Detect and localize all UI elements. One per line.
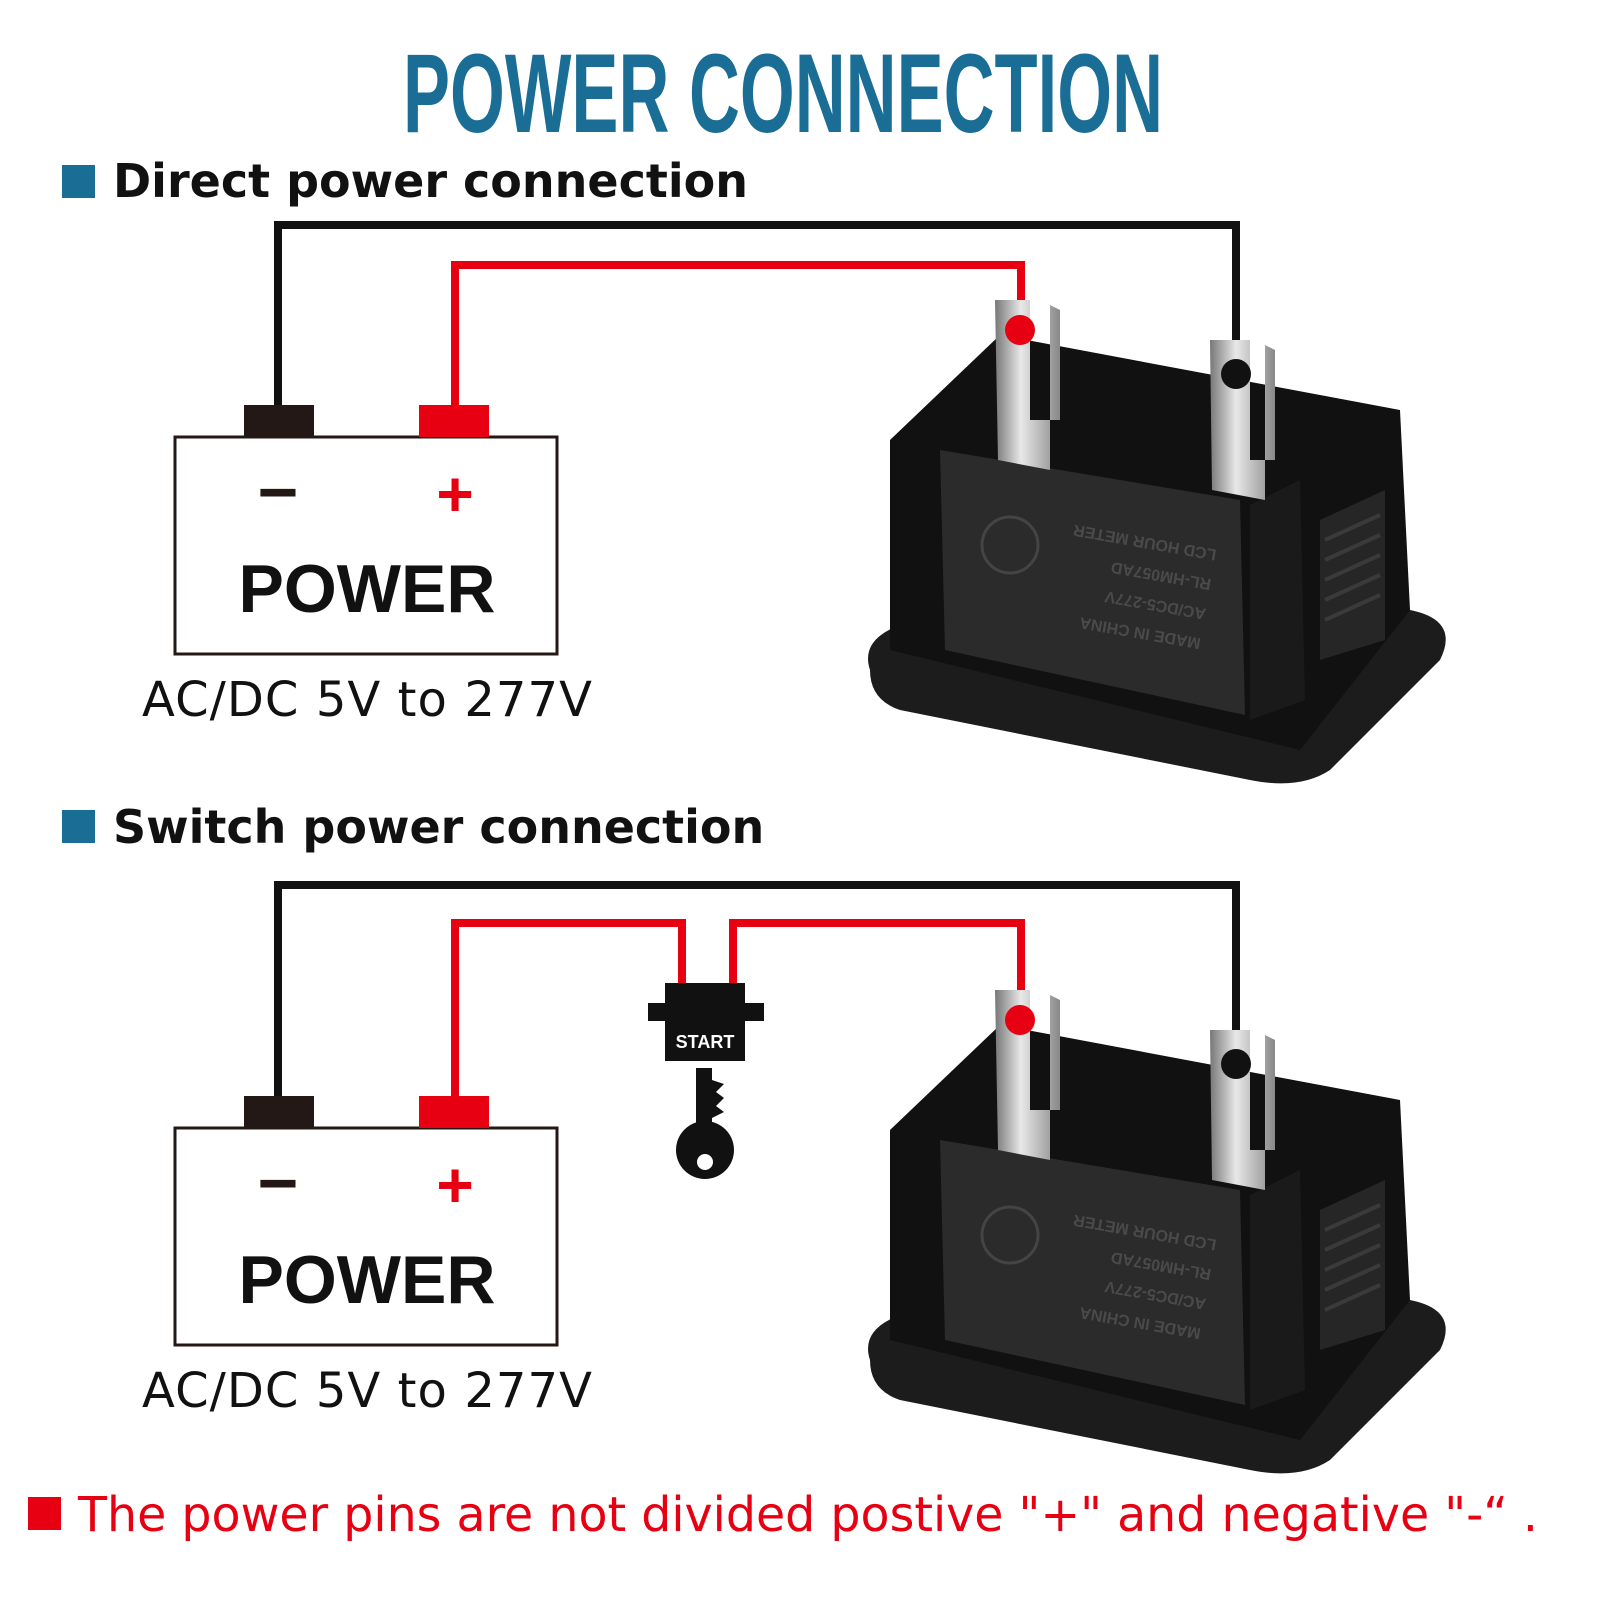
black-wire	[274, 221, 1240, 410]
red-wire-from-switch	[729, 919, 1025, 1018]
switch-connection-section: Switch power connection START − + POWER …	[62, 800, 1448, 1476]
battery-box	[173, 1126, 559, 1347]
negative-terminal	[244, 405, 314, 437]
polarity-note: The power pins are not divided postive "…	[77, 1487, 1538, 1543]
hour-meter-device	[866, 988, 1448, 1476]
start-switch: START	[648, 983, 764, 1179]
minus-sign: −	[258, 1144, 299, 1222]
minus-sign: −	[258, 453, 299, 531]
red-terminal-dot	[1005, 315, 1035, 345]
bullet-square	[62, 810, 95, 843]
key-icon	[676, 1068, 734, 1179]
red-wire	[451, 261, 1025, 410]
direct-connection-section: Direct power connection − + POWER AC/DC …	[62, 154, 1448, 786]
note-bullet	[28, 1497, 61, 1530]
battery-box	[173, 435, 559, 656]
bullet-square	[62, 165, 95, 198]
positive-terminal	[419, 1096, 489, 1128]
black-terminal-dot	[1221, 1049, 1251, 1079]
section-heading: Switch power connection	[113, 800, 764, 854]
red-wire-to-switch	[451, 919, 686, 1100]
negative-terminal	[244, 1096, 314, 1128]
page-title: POWER CONNECTION	[403, 31, 1163, 156]
positive-terminal	[419, 405, 489, 437]
red-terminal-dot	[1005, 1005, 1035, 1035]
black-wire	[274, 881, 1240, 1100]
battery-label: POWER	[239, 551, 496, 627]
plus-sign: +	[436, 458, 473, 530]
voltage-range: AC/DC 5V to 277V	[142, 1363, 592, 1419]
section-heading: Direct power connection	[113, 154, 748, 208]
hour-meter-device	[866, 298, 1448, 786]
voltage-range: AC/DC 5V to 277V	[142, 672, 592, 728]
black-terminal-dot	[1221, 359, 1251, 389]
battery-label: POWER	[239, 1242, 496, 1318]
switch-label: START	[676, 1032, 735, 1052]
plus-sign: +	[436, 1149, 473, 1221]
